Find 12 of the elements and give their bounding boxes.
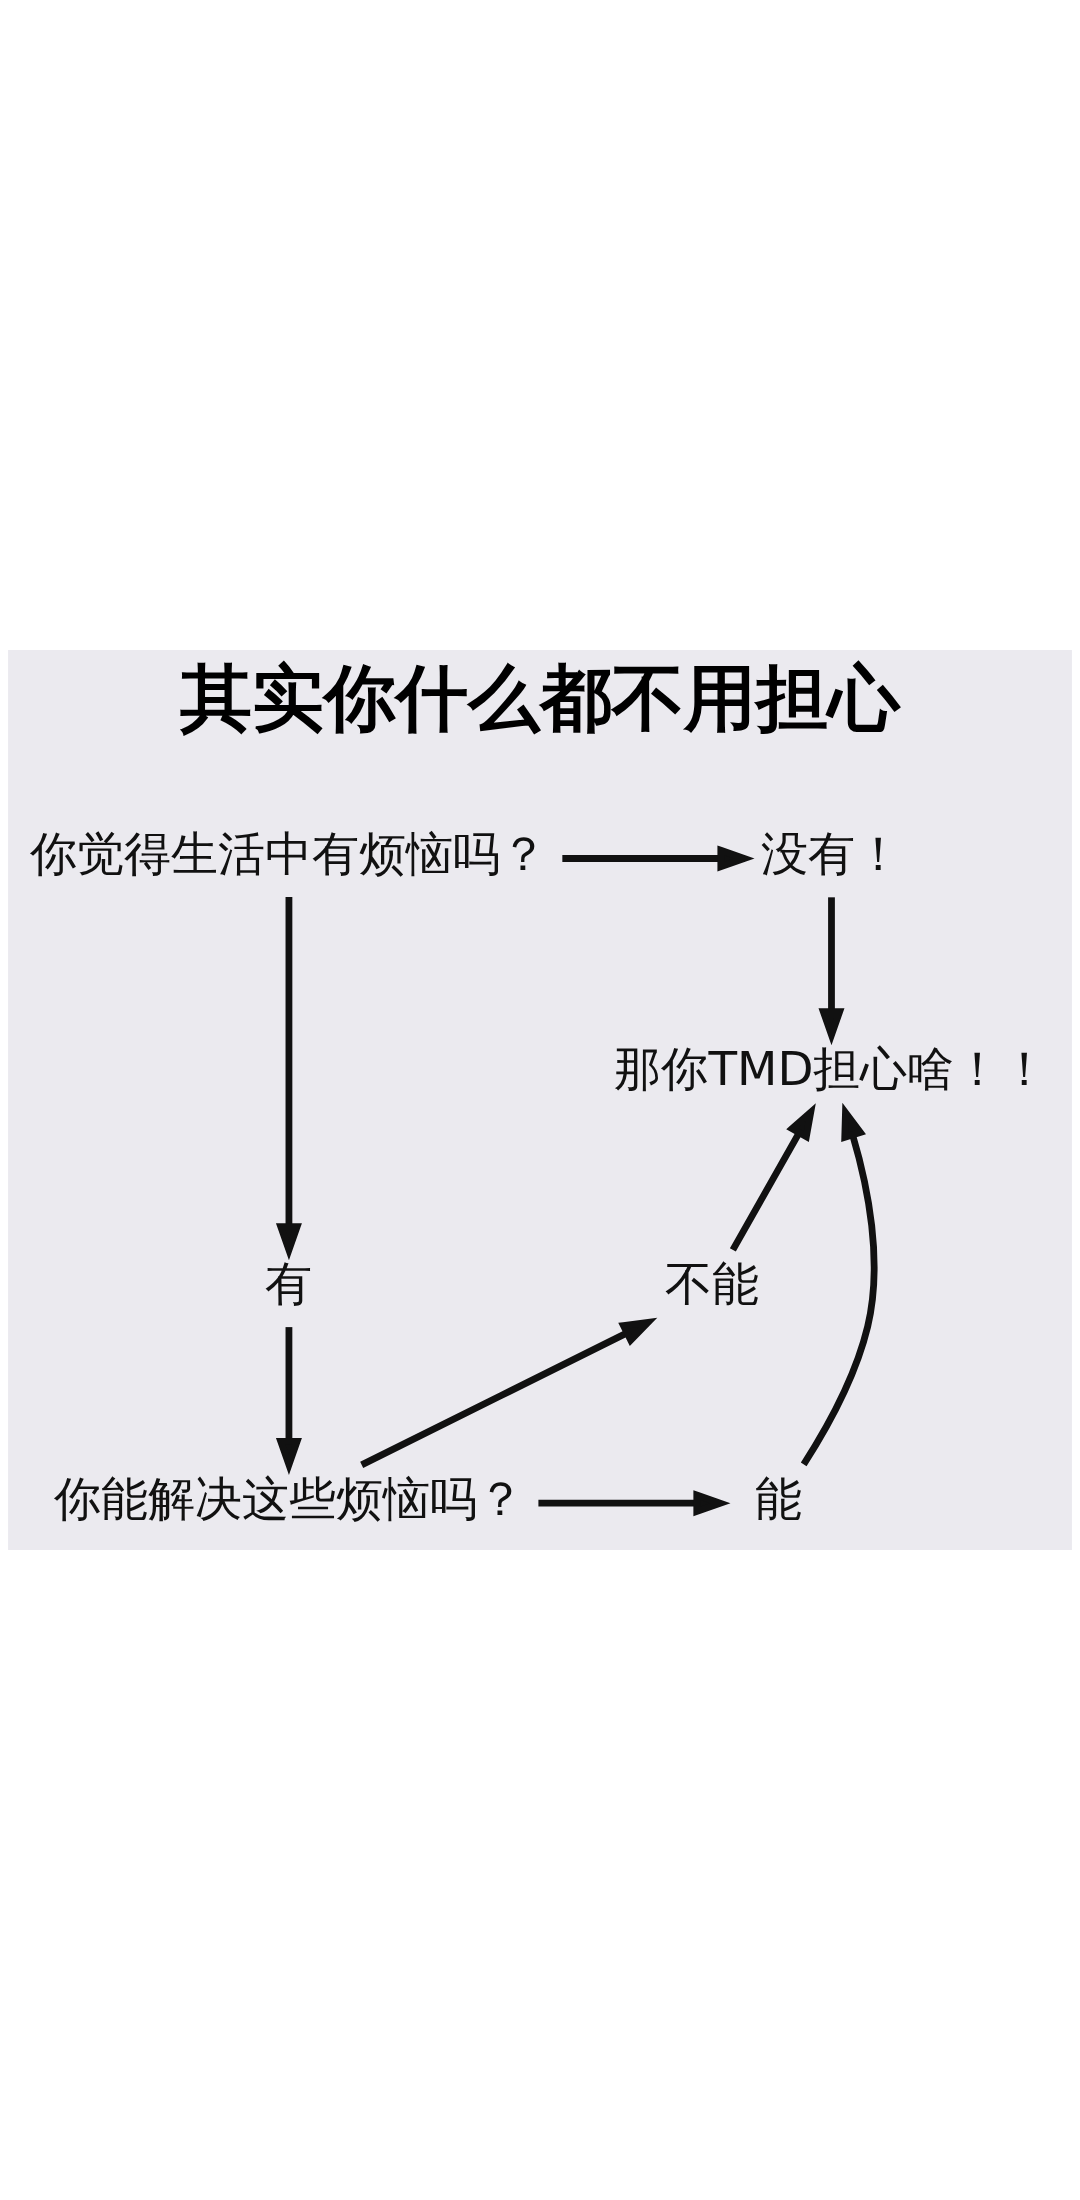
node-text: 能 (754, 1472, 802, 1527)
node-text: 没有！ (760, 827, 902, 882)
arrow (360, 1317, 658, 1468)
arrow (729, 1103, 816, 1252)
arrow (800, 1102, 878, 1467)
arrow (275, 896, 302, 1261)
node-text: 那你TMD担心啥！！ (614, 1042, 1049, 1097)
node-text: 你觉得生活中有烦恼吗？ (30, 827, 548, 882)
diagram-title: 其实你什么都不用担心 (180, 655, 901, 740)
node-text: 不能 (665, 1257, 760, 1312)
node-text: 有 (265, 1257, 313, 1312)
node-text: 你能解决这些烦恼吗？ (53, 1472, 524, 1527)
